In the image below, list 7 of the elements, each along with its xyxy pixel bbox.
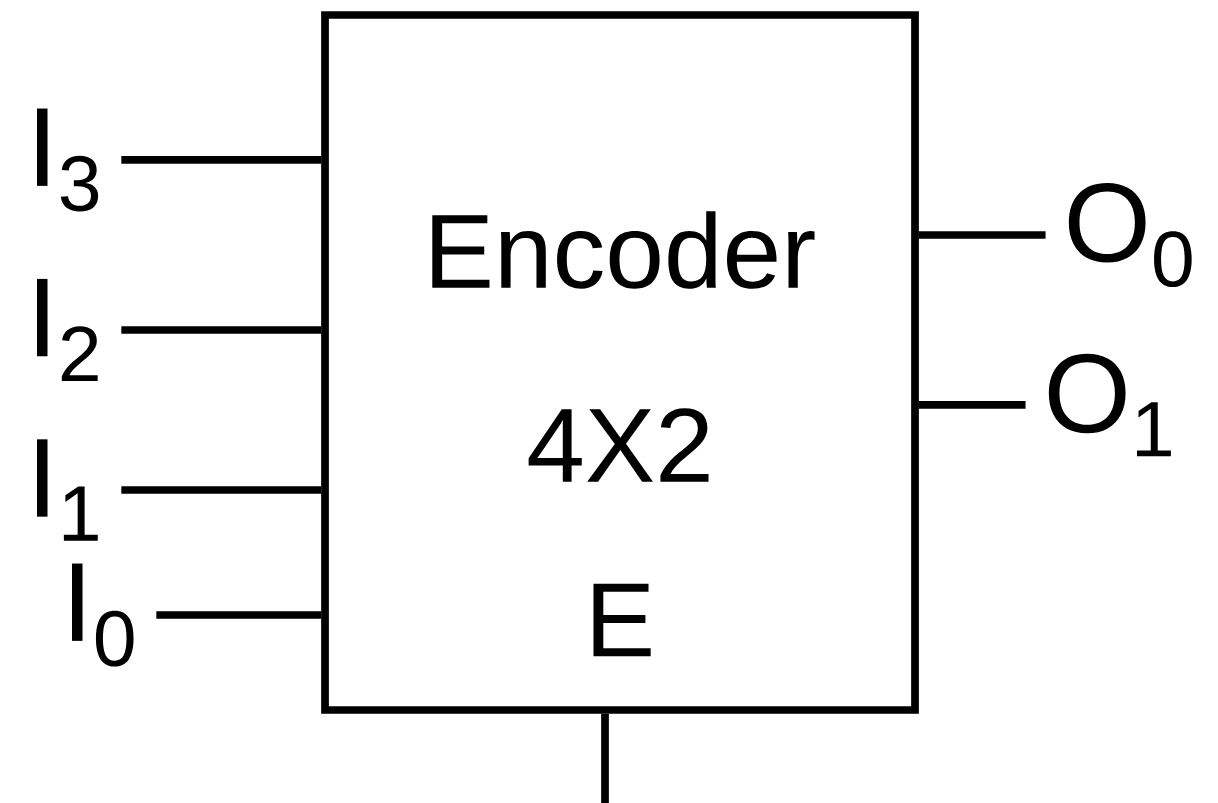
pin-label: I$_{2}$	[37, 278, 98, 382]
pin-label: I$_{0}$	[71, 563, 134, 667]
pin-label: O$_{0}$	[1068, 182, 1192, 288]
pin-label: I$_{3}$	[37, 108, 99, 212]
pin-label: O$_{1}$	[1048, 353, 1171, 457]
encoder-block: Encoder 4X2 E	[321, 11, 919, 714]
pin-label: I$_{1}$	[37, 439, 98, 541]
